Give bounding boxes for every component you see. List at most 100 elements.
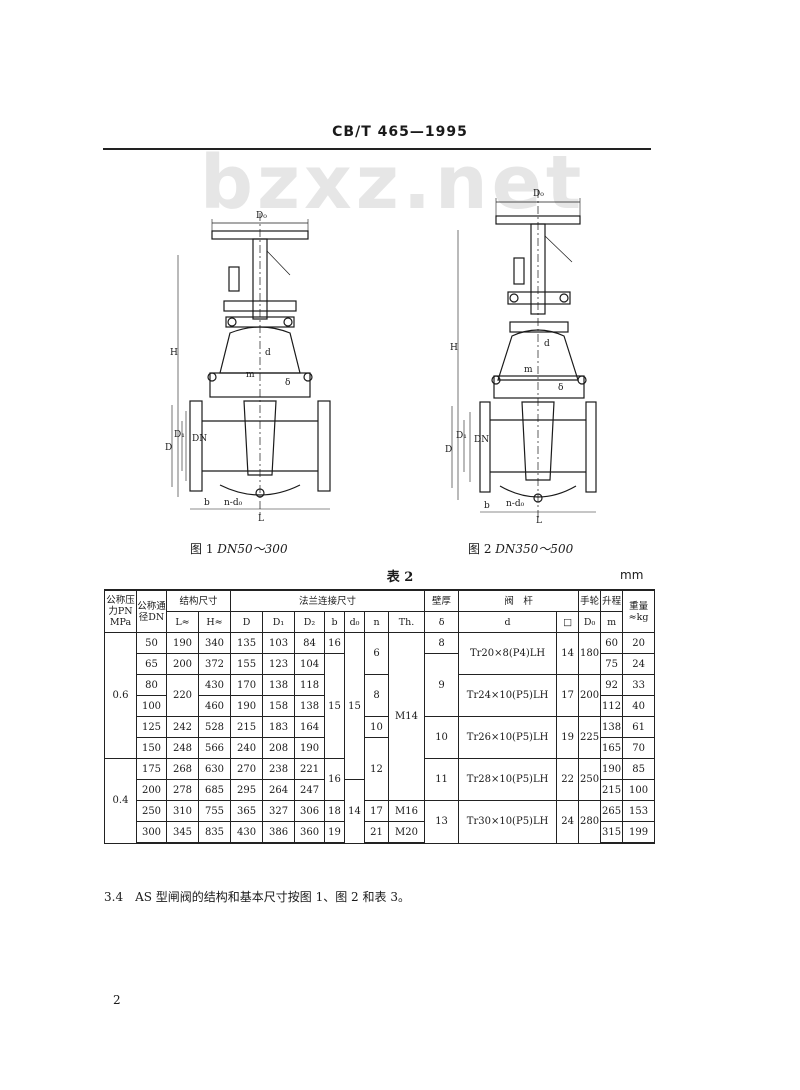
fig1-label-d: d (265, 348, 271, 358)
table-row: 125 242 528 215 183 164 10 10 Tr26×10(P5… (105, 716, 656, 759)
header-th: Th. (388, 611, 426, 633)
fig1-label-b: b (204, 498, 210, 508)
figure-2-caption: 图 2 DN350～500 (468, 540, 573, 557)
figure-1-drawing: D₀ H d m δ D D₁ DN b n-d₀ L (160, 205, 350, 525)
cell-l: 310 (166, 800, 199, 822)
cell-m: 138 (600, 716, 624, 738)
cell-stem: Tr26×10(P5)LH (458, 716, 558, 759)
cell-h: 755 (197, 800, 232, 822)
cell-d1: 238 (262, 758, 296, 780)
cell-wall: 8 (424, 632, 460, 654)
cell-d1: 208 (262, 737, 296, 759)
cell-m: 75 (600, 653, 624, 675)
page-number: 2 (113, 993, 121, 1007)
header-pn: 公称压力PN MPa (104, 589, 137, 633)
cell-h: 340 (197, 632, 232, 654)
cell-n: 12 (364, 737, 390, 801)
cell-d2: 190 (294, 737, 326, 759)
header-delta: δ (424, 611, 460, 633)
cell-m: 60 (600, 632, 624, 654)
table-title: 表 2 (386, 570, 414, 585)
cell-d1: 327 (262, 800, 296, 822)
fig2-label-b: b (484, 501, 490, 511)
cell-d0: 17 (364, 800, 390, 822)
cell-stem: Tr24×10(P5)LH (458, 674, 558, 717)
fig2-label-big-d: D (445, 445, 452, 455)
header-weight: 重量 ≈kg (622, 589, 656, 633)
cell-stem: Tr30×10(P5)LH (458, 800, 558, 844)
header-l: L≈ (166, 611, 199, 633)
cell-d1: 138 (262, 674, 296, 696)
cell-weight: 199 (622, 821, 656, 844)
cell-n: 6 (364, 632, 390, 675)
cell-d2: 306 (294, 800, 326, 822)
document-header: CB/T 465—1995 (332, 124, 468, 140)
table-row: 250 310 755 365 327 306 18 17 M16 13 Tr3… (105, 800, 656, 844)
cell-d0: 14 (344, 779, 366, 844)
fig1-label-m: m (246, 370, 255, 380)
cell-dn: 65 (136, 653, 167, 675)
header-d1: D₁ (262, 611, 296, 633)
cell-weight: 33 (622, 674, 656, 696)
cell-dc: 280 (578, 800, 602, 844)
cell-b: 15 (324, 653, 346, 759)
cell-h: 372 (197, 653, 232, 675)
cell-thread: M16 (388, 800, 426, 822)
cell-square: 24 (556, 800, 580, 844)
cell-weight: 100 (622, 779, 656, 801)
cell-m: 215 (600, 779, 624, 801)
cell-b: 16 (324, 632, 346, 654)
cell-d2: 247 (294, 779, 326, 801)
cell-d2: 138 (294, 695, 326, 717)
figure-1-caption-range: DN50～300 (217, 542, 288, 556)
cell-wall: 11 (424, 758, 460, 801)
cell-dn: 150 (136, 737, 167, 759)
cell-weight: 85 (622, 758, 656, 780)
cell-dc: 250 (578, 758, 602, 801)
header-wall: 壁厚 (424, 589, 460, 612)
cell-d2: 360 (294, 821, 326, 844)
cell-m: 92 (600, 674, 624, 696)
cell-d1: 183 (262, 716, 296, 738)
cell-d1: 103 (262, 632, 296, 654)
cell-d2: 118 (294, 674, 326, 696)
cell-l: 345 (166, 821, 199, 844)
fig1-label-d1: D₁ (174, 430, 185, 440)
cell-h: 685 (197, 779, 232, 801)
cell-d1: 264 (262, 779, 296, 801)
header-dn: 公称通径DN (136, 589, 167, 633)
cell-n: 10 (364, 716, 390, 738)
fig2-label-d1: D₁ (456, 431, 467, 441)
cell-h: 630 (197, 758, 232, 780)
fig1-label-l: L (258, 514, 264, 524)
cell-d: 295 (230, 779, 264, 801)
cell-h: 835 (197, 821, 232, 844)
cell-dn: 50 (136, 632, 167, 654)
cell-d1: 123 (262, 653, 296, 675)
cell-m: 112 (600, 695, 624, 717)
cell-d: 135 (230, 632, 264, 654)
cell-stem: Tr28×10(P5)LH (458, 758, 558, 801)
figure-1-caption: 图 1 DN50～300 (190, 540, 288, 557)
header-weight-label: 重量 (629, 600, 649, 612)
fig1-label-big-d: D (165, 443, 172, 453)
cell-wall: 10 (424, 716, 460, 759)
cell-h: 528 (197, 716, 232, 738)
cell-square: 19 (556, 716, 580, 759)
cell-d1: 158 (262, 695, 296, 717)
cell-d: 170 (230, 674, 264, 696)
header-h: H≈ (197, 611, 232, 633)
cell-n: 8 (364, 674, 390, 717)
cell-d: 365 (230, 800, 264, 822)
fig1-label-nd0: n-d₀ (224, 498, 243, 508)
cell-d2: 84 (294, 632, 326, 654)
cell-h: 430 (197, 674, 232, 696)
cell-b: 16 (324, 758, 346, 801)
cell-dn: 80 (136, 674, 167, 696)
cell-dc: 225 (578, 716, 602, 759)
cell-pn-06: 0.6 (104, 632, 137, 759)
table-row: 150 248 566 240 208 190 12 165 70 (105, 737, 656, 801)
cell-l: 278 (166, 779, 199, 801)
cell-dn: 300 (136, 821, 167, 844)
cell-l: 220 (166, 674, 199, 717)
